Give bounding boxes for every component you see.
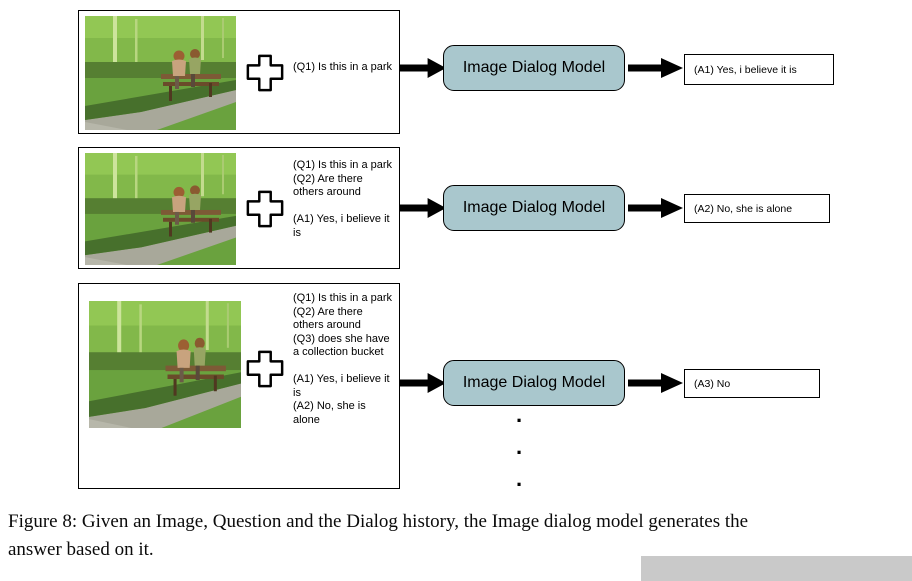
arrow-right-icon xyxy=(400,197,446,219)
dialog-history-text-3: (Q1) Is this in a park (Q2) Are there ot… xyxy=(293,292,393,426)
image-question-box-2: (Q1) Is this in a park (Q2) Are there ot… xyxy=(78,147,400,269)
answer-box-3: (A3) No xyxy=(684,369,820,398)
arrow-right-icon xyxy=(628,57,683,79)
answer-box-1: (A1) Yes, i believe it is xyxy=(684,54,834,85)
bottom-right-gray-block xyxy=(641,556,912,581)
image-dialog-model-box-3: Image Dialog Model xyxy=(443,360,625,406)
park-bench-photo xyxy=(89,301,241,428)
ellipsis-dot: . xyxy=(515,434,523,459)
arrow-right-icon xyxy=(400,57,446,79)
dialog-history-text-2: (Q1) Is this in a park (Q2) Are there ot… xyxy=(293,159,393,239)
figure-caption-line-1: Figure 8: Given an Image, Question and t… xyxy=(8,511,749,532)
park-bench-photo xyxy=(85,16,236,130)
image-question-box-3: (Q1) Is this in a park (Q2) Are there ot… xyxy=(78,283,400,489)
ellipsis-dot: . xyxy=(515,466,523,491)
plus-icon xyxy=(245,349,285,389)
figure-caption-line-2: answer based on it. xyxy=(8,539,154,560)
ellipsis-dot: . xyxy=(515,402,523,427)
plus-icon xyxy=(245,53,285,93)
plus-icon xyxy=(245,189,285,229)
park-bench-photo xyxy=(85,153,236,265)
image-question-box-1: (Q1) Is this in a park xyxy=(78,10,400,134)
dialog-history-text-1: (Q1) Is this in a park xyxy=(293,61,393,73)
arrow-right-icon xyxy=(628,197,683,219)
arrow-right-icon xyxy=(400,372,446,394)
image-dialog-model-box-2: Image Dialog Model xyxy=(443,185,625,231)
arrow-right-icon xyxy=(628,372,683,394)
answer-box-2: (A2) No, she is alone xyxy=(684,194,830,223)
image-dialog-model-box-1: Image Dialog Model xyxy=(443,45,625,91)
